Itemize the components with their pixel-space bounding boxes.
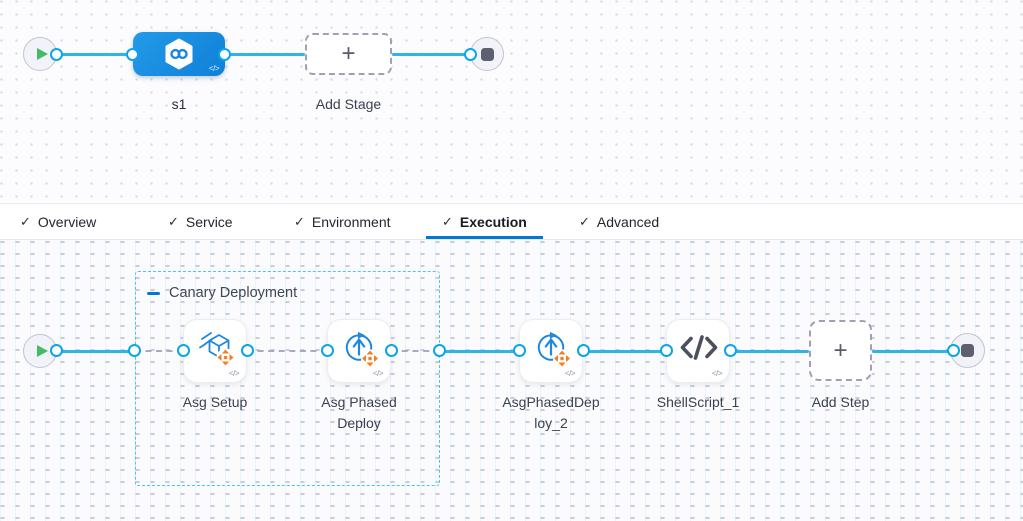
stage-code-icon[interactable]: </>	[208, 64, 220, 73]
pipeline-end-node[interactable]	[470, 37, 504, 71]
edge-step3-to-step4	[583, 349, 666, 353]
check-icon: ✓	[168, 213, 179, 229]
step-group-canary-deployment[interactable]: Canary Deployment	[135, 271, 440, 486]
edge-start-to-group	[57, 349, 135, 353]
shell-script-icon	[680, 335, 718, 360]
asg-phased-deploy-icon	[537, 331, 571, 368]
edge-step4-to-addstep	[730, 349, 809, 353]
edge-group-to-step1	[135, 350, 183, 352]
stop-icon	[480, 47, 494, 61]
play-icon	[36, 345, 48, 357]
tab-advanced-label: Advanced	[596, 213, 660, 230]
edge-group-to-step3	[440, 349, 519, 353]
start-node-out-port[interactable]	[50, 47, 63, 61]
stage-node-s1[interactable]: </>	[133, 32, 225, 76]
tab-overview[interactable]: ✓ Overview	[20, 204, 96, 239]
check-icon: ✓	[442, 213, 453, 229]
deploy-stage-hexagon-icon	[165, 38, 193, 70]
edge-addstep-to-end	[872, 349, 953, 353]
execution-end-in-port[interactable]	[946, 344, 960, 357]
step-node-asg-setup[interactable]: </>	[183, 319, 247, 383]
add-step-label: Add Step	[811, 394, 870, 410]
edge-start-to-stage	[57, 52, 133, 56]
step2-label: Asg Phased Deploy	[321, 394, 397, 431]
stage-s1-in-port[interactable]	[126, 47, 139, 61]
step4-in-port[interactable]	[659, 344, 673, 357]
stage-s1-label: s1	[171, 96, 187, 112]
stage-s1-out-port[interactable]	[218, 47, 231, 61]
group-title: Canary Deployment	[169, 285, 298, 301]
edge-step2-to-group-edge	[391, 350, 440, 352]
step3-in-port[interactable]	[512, 344, 526, 357]
add-step-button[interactable]: +	[809, 320, 872, 381]
play-icon	[36, 48, 48, 60]
edge-step1-to-step2	[247, 350, 327, 352]
step2-in-port[interactable]	[320, 344, 334, 357]
execution-graph-canvas[interactable]: Canary Deployment	[0, 240, 1023, 521]
tab-advanced[interactable]: ✓ Advanced	[579, 204, 659, 239]
step3-out-port[interactable]	[576, 344, 590, 357]
stop-icon	[961, 344, 974, 357]
tab-execution[interactable]: ✓ Execution	[426, 204, 543, 239]
step1-label: Asg Setup	[182, 394, 248, 410]
step1-out-port[interactable]	[240, 344, 254, 357]
step-code-icon[interactable]: </>	[372, 369, 384, 378]
stage-graph-canvas[interactable]: </> s1 + Add Stage	[0, 0, 1023, 203]
add-stage-label: Add Stage	[315, 96, 382, 112]
plus-icon: +	[833, 336, 848, 364]
group-in-port[interactable]	[128, 344, 141, 357]
step-node-shellscript-1[interactable]: </>	[666, 319, 730, 383]
group-out-port[interactable]	[433, 344, 446, 357]
step-code-icon[interactable]: </>	[711, 369, 723, 378]
collapse-minus-icon[interactable]	[147, 291, 160, 295]
step-node-asg-phased-deploy[interactable]: </>	[327, 319, 391, 383]
step3-label: AsgPhasedDeploy_2	[502, 394, 600, 431]
step2-out-port[interactable]	[384, 344, 398, 357]
group-header: Canary Deployment	[147, 285, 297, 301]
step4-out-port[interactable]	[723, 344, 737, 357]
tab-overview-label: Overview	[37, 213, 97, 230]
tab-service-label: Service	[185, 213, 233, 230]
tab-environment[interactable]: ✓ Environment	[294, 204, 391, 239]
stage-config-tabbar: ✓ Overview ✓ Service ✓ Environment ✓ Exe…	[0, 203, 1023, 240]
step4-label: ShellScript_1	[656, 394, 740, 410]
check-icon: ✓	[579, 213, 590, 229]
tab-execution-label: Execution	[459, 213, 527, 230]
check-icon: ✓	[20, 213, 31, 229]
tab-service[interactable]: ✓ Service	[168, 204, 233, 239]
add-stage-button[interactable]: +	[305, 33, 392, 75]
tab-environment-label: Environment	[311, 213, 391, 230]
step-node-asg-phased-deploy-2[interactable]: </>	[519, 319, 583, 383]
step-code-icon[interactable]: </>	[228, 369, 240, 378]
check-icon: ✓	[294, 213, 305, 229]
plus-icon: +	[341, 40, 356, 67]
execution-start-out-port[interactable]	[50, 344, 63, 357]
step-code-icon[interactable]: </>	[564, 369, 576, 378]
asg-phased-deploy-icon	[345, 331, 379, 368]
edge-addstage-to-end	[392, 52, 471, 56]
end-node-in-port[interactable]	[464, 47, 477, 61]
step1-in-port[interactable]	[176, 344, 190, 357]
asg-setup-icon	[199, 332, 235, 367]
edge-stage-to-addstage	[225, 52, 305, 56]
